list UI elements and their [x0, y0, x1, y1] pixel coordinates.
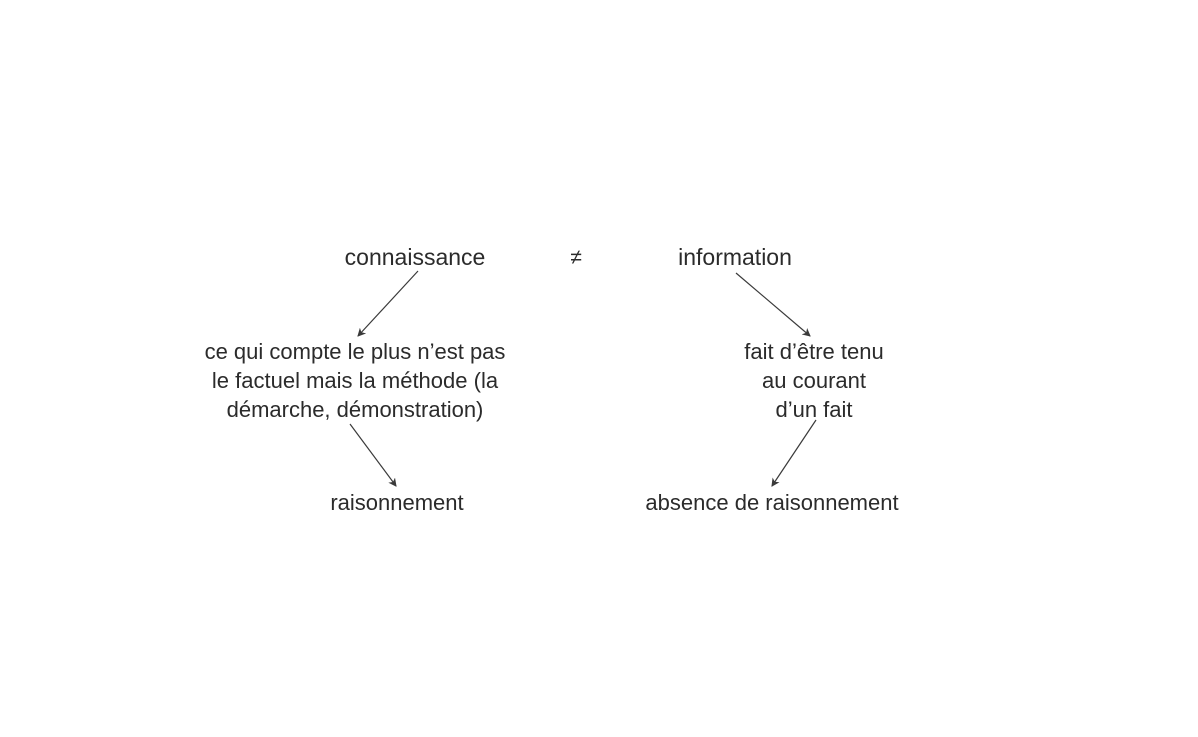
term-information: information: [678, 244, 792, 270]
conclusion-raisonnement: raisonnement: [330, 490, 464, 515]
conclusion-absence-de-raisonnement: absence de raisonnement: [645, 490, 899, 515]
definition-information: fait d’être tenu au courant d’un fait: [744, 339, 884, 422]
arrow-definition-to-raisonnement: [349, 423, 397, 487]
definition-connaissance: ce qui compte le plus n’est pas le factu…: [204, 339, 506, 422]
arrow-connaissance-to-definition: [357, 270, 419, 337]
arrow-definition-to-absence: [771, 419, 817, 487]
term-connaissance: connaissance: [344, 244, 486, 270]
not-equal-sign: ≠: [570, 246, 582, 269]
arrow-information-to-definition: [735, 272, 811, 337]
